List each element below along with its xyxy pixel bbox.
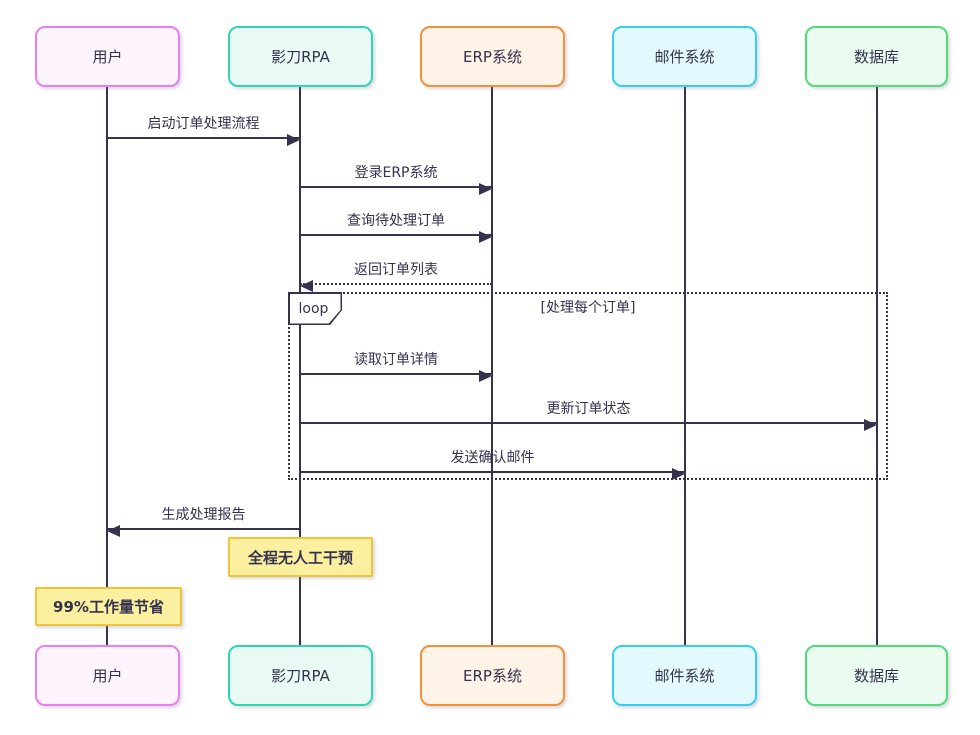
msg-query-pending-orders-line xyxy=(300,231,492,243)
arrow-right-icon xyxy=(864,419,877,431)
msg-update-order-status-label: 更新订单状态 xyxy=(546,401,631,417)
lifeline-database xyxy=(876,87,878,645)
actor-yingdao-rpa-label: 影刀RPA xyxy=(271,48,330,66)
msg-read-order-details-line xyxy=(300,370,492,382)
actor-database-label: 数据库 xyxy=(853,48,899,66)
actor-yingdao-rpa-label: 影刀RPA xyxy=(271,667,330,685)
note-workload-saved-label: 99%工作量节省 xyxy=(53,598,164,616)
actor-user-top: 用户 xyxy=(35,26,180,87)
actor-database-label: 数据库 xyxy=(853,667,899,685)
msg-send-confirmation-email-line xyxy=(300,468,685,480)
actor-erp-top: ERP系统 xyxy=(420,26,565,87)
msg-start-order-flow: 启动订单处理流程 xyxy=(107,114,300,146)
msg-query-pending-orders-label: 查询待处理订单 xyxy=(347,213,445,229)
arrow-left-icon xyxy=(107,525,120,537)
lifeline-yingdao-rpa xyxy=(299,87,301,645)
note-no-manual-intervention-label: 全程无人工干预 xyxy=(247,548,353,567)
lifeline-mail xyxy=(684,87,686,645)
actor-mail-label: 邮件系统 xyxy=(654,48,715,66)
loop-condition: [处理每个订单] xyxy=(540,300,636,316)
msg-return-order-list-label: 返回订单列表 xyxy=(354,262,438,278)
msg-login-erp-label: 登录ERP系统 xyxy=(354,165,438,181)
actor-yingdao-rpa-bottom: 影刀RPA xyxy=(228,645,373,706)
arrow-right-icon xyxy=(672,468,685,480)
loop-label: loop xyxy=(288,292,342,325)
actor-yingdao-rpa-top: 影刀RPA xyxy=(228,26,373,87)
msg-generate-report-label: 生成处理报告 xyxy=(161,507,246,523)
msg-send-confirmation-email: 发送确认邮件 xyxy=(300,448,685,480)
arrow-right-icon xyxy=(479,183,492,195)
actor-erp-bottom: ERP系统 xyxy=(420,645,565,706)
msg-start-order-flow-label: 启动订单处理流程 xyxy=(147,116,260,132)
actor-database-top: 数据库 xyxy=(805,26,948,87)
actor-erp-label: ERP系统 xyxy=(463,667,522,685)
actor-mail-bottom: 邮件系统 xyxy=(612,645,757,706)
note-workload-saved: 99%工作量节省 xyxy=(35,587,182,626)
msg-read-order-details-label: 读取订单详情 xyxy=(354,352,438,368)
arrow-right-icon xyxy=(479,370,492,382)
actor-user-label: 用户 xyxy=(92,48,123,66)
msg-return-order-list-line xyxy=(300,280,492,292)
msg-return-order-list: 返回订单列表 xyxy=(300,260,492,292)
note-no-manual-intervention: 全程无人工干预 xyxy=(228,537,373,577)
msg-login-erp: 登录ERP系统 xyxy=(300,163,492,195)
arrow-right-icon xyxy=(479,231,492,243)
msg-update-order-status-line xyxy=(300,419,877,431)
msg-send-confirmation-email-label: 发送确认邮件 xyxy=(450,450,535,466)
arrow-right-icon xyxy=(287,134,300,146)
msg-generate-report-line xyxy=(107,525,300,537)
arrow-left-icon xyxy=(300,280,313,292)
msg-read-order-details: 读取订单详情 xyxy=(300,350,492,382)
msg-start-order-flow-line xyxy=(107,134,300,146)
actor-user-label: 用户 xyxy=(92,667,123,685)
actor-erp-label: ERP系统 xyxy=(463,48,522,66)
msg-generate-report: 生成处理报告 xyxy=(107,505,300,537)
lifeline-user xyxy=(106,87,108,645)
actor-mail-label: 邮件系统 xyxy=(654,667,715,685)
actor-mail-top: 邮件系统 xyxy=(612,26,757,87)
actor-database-bottom: 数据库 xyxy=(805,645,948,706)
msg-query-pending-orders: 查询待处理订单 xyxy=(300,211,492,243)
msg-update-order-status: 更新订单状态 xyxy=(300,399,877,431)
lifeline-erp xyxy=(491,87,493,645)
loop-label-text: loop xyxy=(289,293,341,324)
actor-user-bottom: 用户 xyxy=(35,645,180,706)
loop-frame xyxy=(288,292,888,480)
msg-login-erp-line xyxy=(300,183,492,195)
